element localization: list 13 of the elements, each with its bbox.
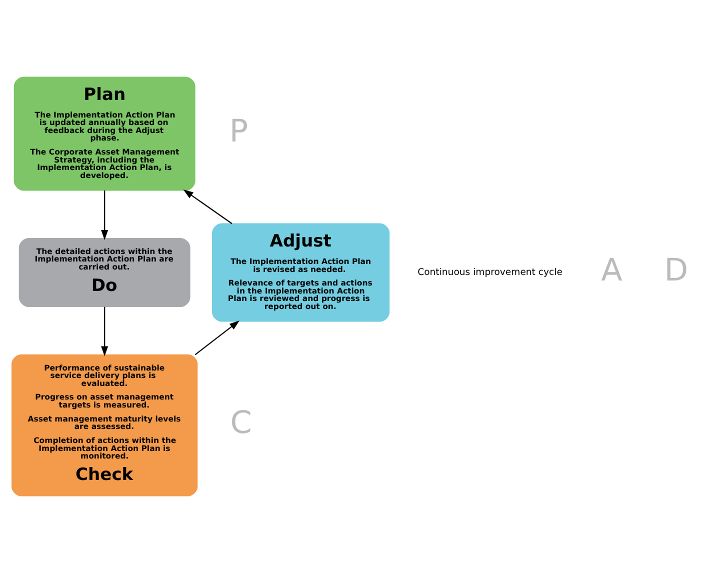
label: A — [601, 252, 622, 288]
arrow — [194, 320, 240, 356]
node-box: Plan The Implementation Action Plan is updated annually based on feedback during the Adjust phase. The Corporate Asset Management Strategy, including the Implementation Action Plan, is developed. — [14, 76, 196, 191]
label: Continuous improvement cycle — [418, 266, 562, 278]
arrow — [101, 306, 108, 356]
label: D — [664, 252, 688, 288]
label: P — [229, 113, 248, 150]
label: C — [230, 405, 252, 442]
arrow — [101, 190, 108, 240]
node-box: Adjust The Implementation Action Plan is revised as needed. Relevance of targets and actions in the Implementation Action Plan is reviewed and progress is reported out on. — [212, 223, 390, 322]
node-box: The detailed actions within the Implementation Action Plan are carried out. Do — [18, 238, 190, 308]
arrow — [183, 190, 232, 224]
node-box: Performance of sustainable service delivery plans is evaluated. Progress on asset management targets is measured. Asset management maturity levels are assessed. Completion of actions within the Implementation Action Plan is monitored. Check — [12, 354, 198, 496]
